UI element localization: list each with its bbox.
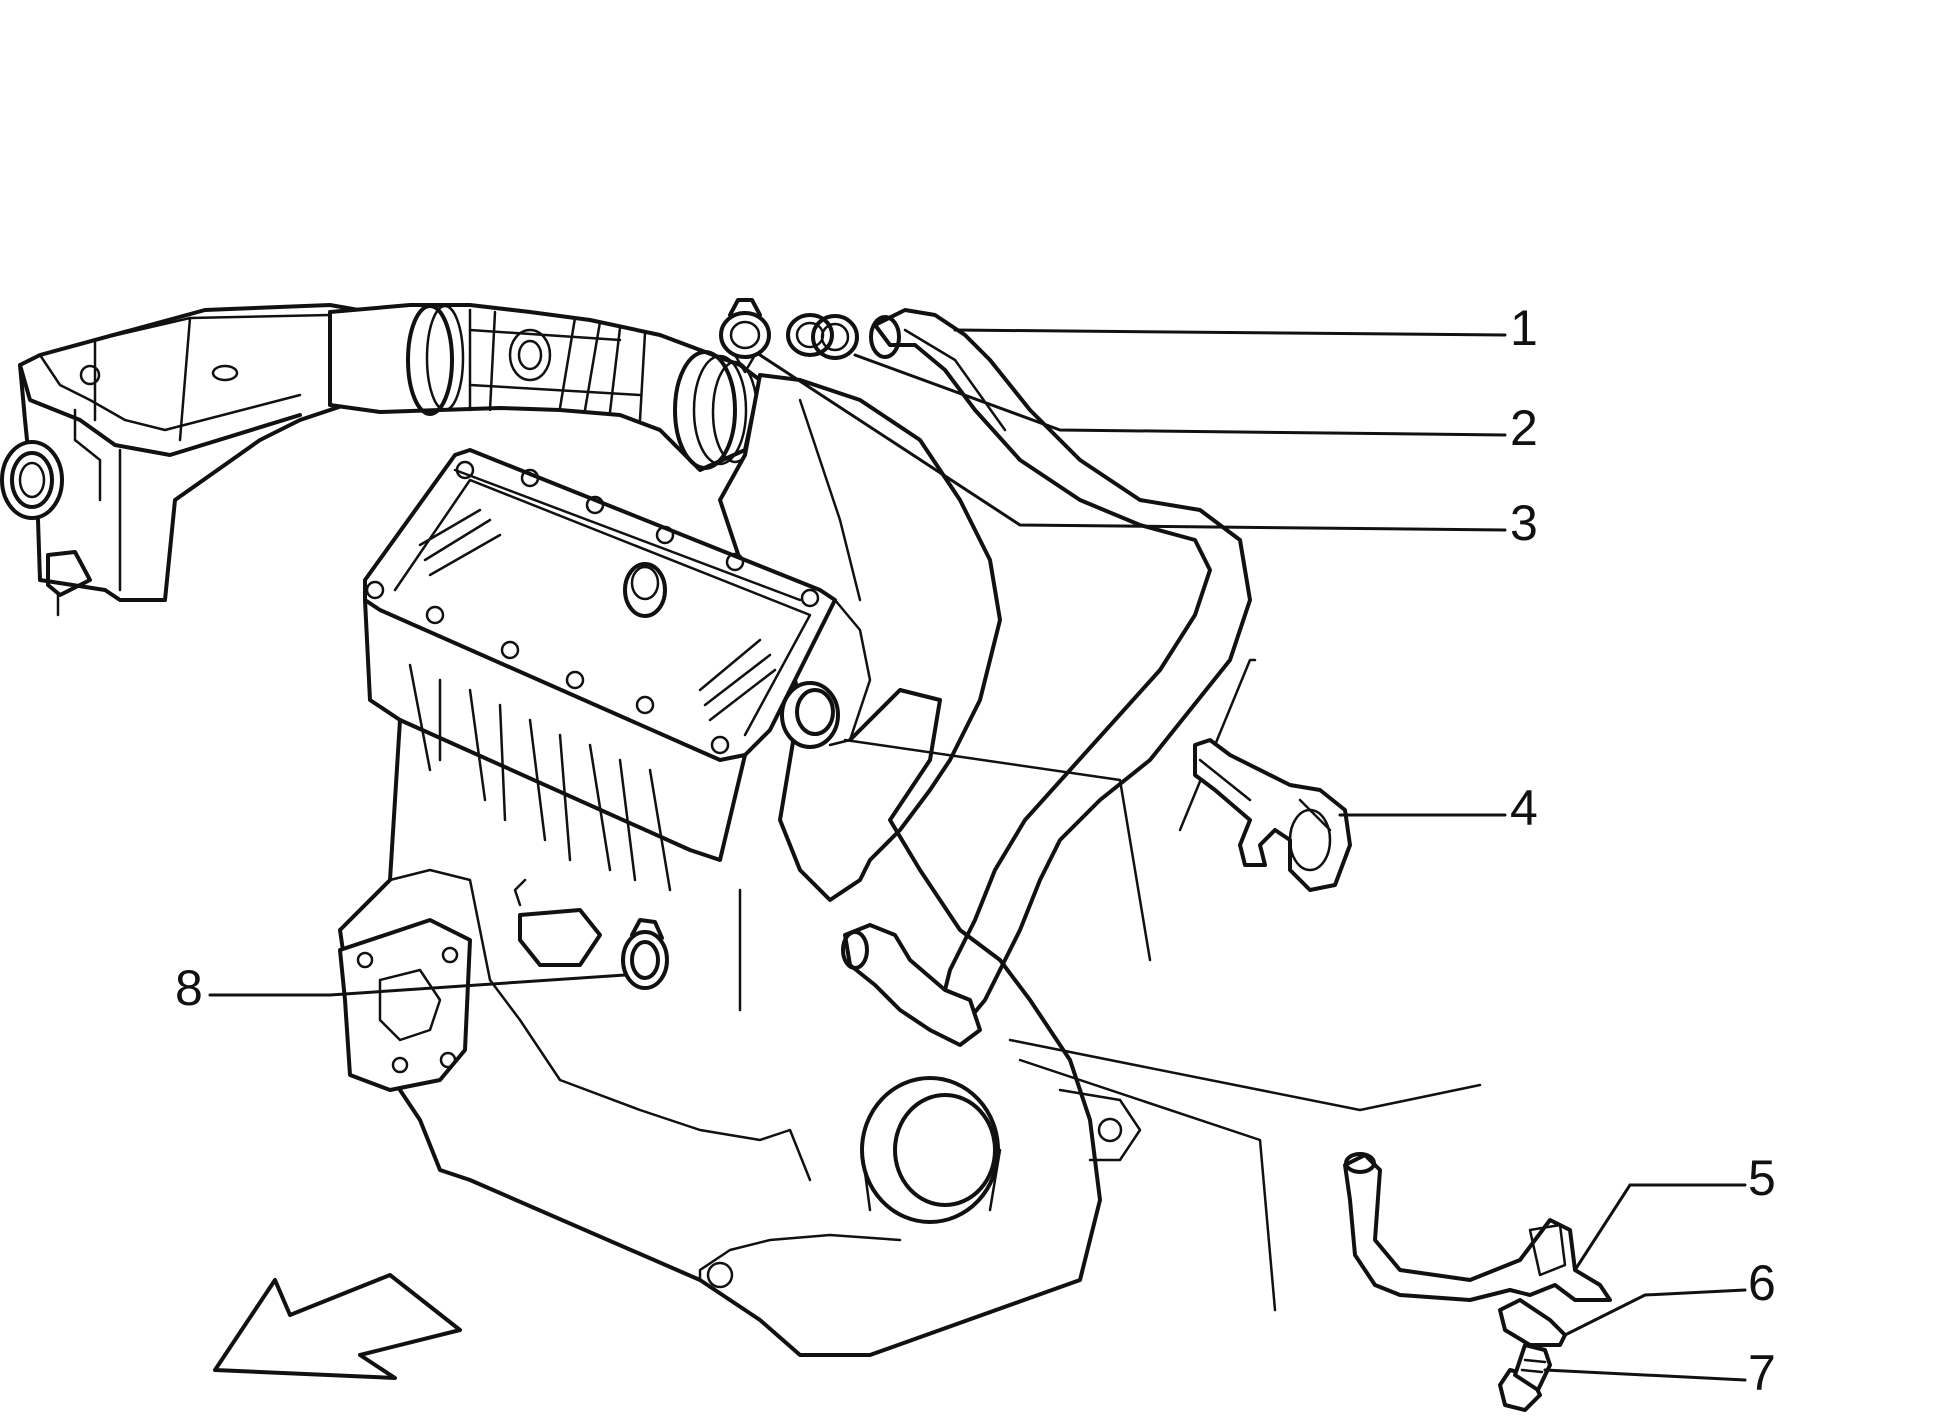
intake-duct	[328, 303, 1002, 902]
part-4-hose-bracket	[1193, 738, 1352, 892]
part-7-bolt	[1498, 1343, 1552, 1412]
label-part-7: 7	[1748, 1345, 1776, 1401]
part-2-hose-clamp	[786, 313, 859, 360]
label-part-3: 3	[1510, 495, 1538, 551]
label-part-8: 8	[175, 960, 203, 1016]
part-3-spring-clamp	[719, 298, 771, 374]
label-part-5: 5	[1748, 1150, 1776, 1206]
label-part-1: 1	[1510, 300, 1538, 356]
engine-block	[338, 448, 1482, 1357]
leader-lines	[208, 328, 1747, 1382]
direction-arrow	[213, 1273, 462, 1380]
label-part-2: 2	[1510, 400, 1538, 456]
label-part-4: 4	[1510, 780, 1538, 836]
part-6-clip	[1498, 1298, 1567, 1347]
part-5-breather-pipe	[1343, 1152, 1612, 1302]
label-part-6: 6	[1748, 1255, 1776, 1311]
lower-breather-hose	[841, 923, 982, 1047]
part-number-labels: 1 2 3 4 5 6 7 8	[175, 300, 1776, 1401]
air-filter-housing	[0, 303, 377, 617]
part-8-clamp	[621, 918, 669, 990]
